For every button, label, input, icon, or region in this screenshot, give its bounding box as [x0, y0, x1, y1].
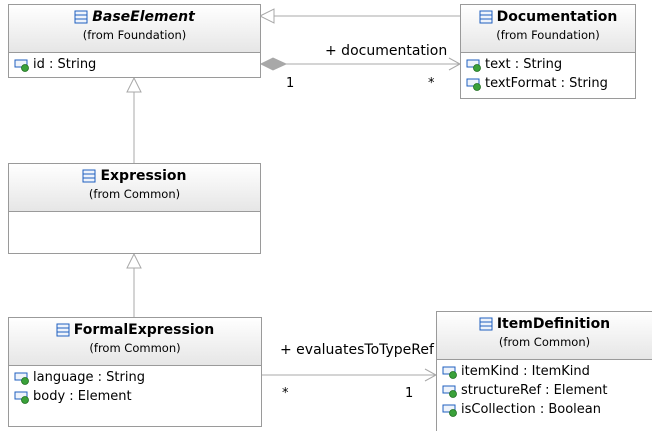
class-header: Documentation (from Foundation) — [461, 5, 635, 53]
attribute-compartment — [9, 212, 260, 214]
attribute-text: text : String — [485, 57, 563, 72]
attribute-icon — [442, 366, 457, 379]
class-icon — [74, 10, 88, 24]
association-label-documentation: + documentation — [325, 43, 448, 59]
class-expression[interactable]: Expression (from Common) — [8, 163, 261, 254]
attribute-text: language : String — [33, 370, 145, 385]
multiplicity-target: * — [428, 76, 435, 91]
attribute-text: isCollection : Boolean — [461, 402, 601, 417]
class-icon — [479, 10, 493, 24]
attribute-text: id : String — [33, 57, 97, 72]
class-icon — [82, 169, 96, 183]
class-package: (from Foundation) — [496, 28, 600, 42]
class-documentation[interactable]: Documentation (from Foundation) text : S… — [460, 4, 636, 99]
attribute-text: body : Element — [33, 389, 132, 404]
generalization-arrowhead — [126, 252, 142, 269]
multiplicity-source: * — [282, 386, 289, 401]
generalization-arrowhead — [258, 8, 275, 24]
attribute-compartment: text : String textFormat : String — [461, 53, 635, 93]
attribute-icon — [466, 59, 481, 72]
class-package: (from Common) — [88, 187, 181, 201]
association-label-evaluates: + evaluatesToTypeRef — [280, 342, 434, 358]
class-name: ItemDefinition — [496, 316, 611, 332]
attribute-icon — [466, 78, 481, 91]
attribute-text: itemKind : ItemKind — [461, 364, 590, 379]
attribute-text: structureRef : Element — [461, 383, 608, 398]
attribute-text: textFormat : String — [485, 76, 608, 91]
class-name: FormalExpression — [73, 322, 215, 338]
attribute-row[interactable]: itemKind : ItemKind — [442, 362, 652, 381]
attribute-icon — [14, 372, 29, 385]
class-baseelement[interactable]: BaseElement (from Foundation) id : Strin… — [8, 4, 261, 78]
class-header: Expression (from Common) — [9, 164, 260, 212]
composition-diamond — [259, 57, 288, 71]
class-header: FormalExpression (from Common) — [9, 318, 261, 366]
class-package: (from Foundation) — [82, 28, 187, 42]
class-package: (from Common) — [498, 335, 591, 349]
attribute-icon — [442, 385, 457, 398]
attribute-row[interactable]: body : Element — [14, 387, 261, 406]
attribute-row[interactable]: structureRef : Element — [442, 381, 652, 400]
attribute-icon — [14, 391, 29, 404]
attribute-row[interactable]: text : String — [466, 55, 635, 74]
attribute-compartment: id : String — [9, 53, 260, 74]
class-name: Expression — [100, 168, 187, 184]
class-formalexpression[interactable]: FormalExpression (from Common) language … — [8, 317, 262, 427]
attribute-icon — [442, 404, 457, 417]
generalization-arrowhead — [126, 76, 142, 93]
attribute-compartment: itemKind : ItemKind structureRef : Eleme… — [437, 360, 652, 419]
class-icon — [56, 323, 70, 337]
class-header: ItemDefinition (from Common) — [437, 312, 652, 360]
attribute-row[interactable]: id : String — [14, 55, 260, 74]
multiplicity-target: 1 — [405, 386, 414, 401]
class-itemdefinition[interactable]: ItemDefinition (from Common) itemKind : … — [436, 311, 652, 431]
class-icon — [479, 317, 493, 331]
attribute-icon — [14, 59, 29, 72]
attribute-row[interactable]: isCollection : Boolean — [442, 400, 652, 419]
attribute-row[interactable]: textFormat : String — [466, 74, 635, 93]
class-name: BaseElement — [92, 9, 195, 25]
class-package: (from Common) — [89, 341, 181, 355]
class-name: Documentation — [496, 9, 618, 25]
multiplicity-source: 1 — [286, 76, 295, 91]
attribute-row[interactable]: language : String — [14, 368, 261, 387]
class-header: BaseElement (from Foundation) — [9, 5, 260, 53]
attribute-compartment: language : String body : Element — [9, 366, 261, 406]
